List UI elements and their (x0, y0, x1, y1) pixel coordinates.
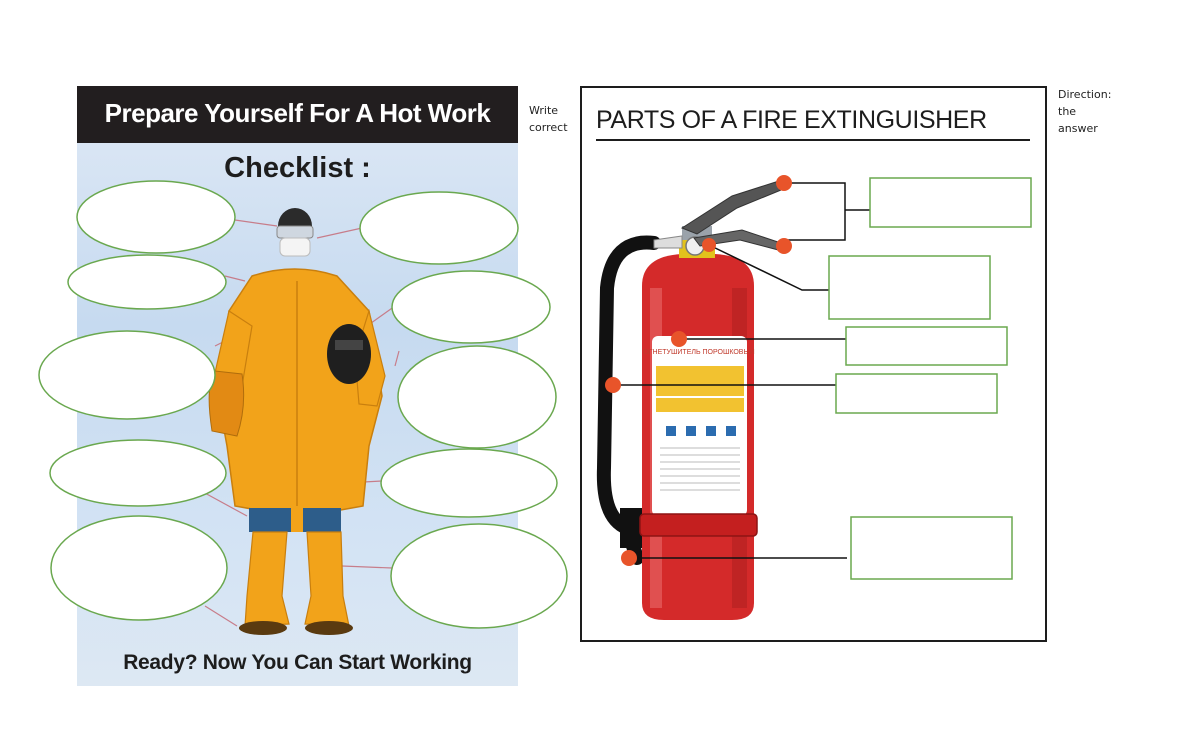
write-note-line-2: correct (529, 121, 568, 134)
direction-note-line-1: Direction: (1058, 88, 1112, 101)
hot-work-checklist-poster: Prepare Yourself For A Hot Work Checklis… (77, 86, 518, 686)
answer-box-handle[interactable] (869, 177, 1032, 228)
answer-box-pressure-gauge[interactable] (828, 255, 991, 320)
poster-title: Prepare Yourself For A Hot Work (104, 98, 491, 128)
poster-title-bar (77, 86, 518, 143)
direction-note-line-2: the (1058, 105, 1077, 118)
direction-note-line-3: answer (1058, 122, 1098, 135)
write-note-line-1: Write (529, 104, 559, 117)
checklist-heading: Checklist : (224, 152, 371, 184)
fire-extinguisher-panel: PARTS OF A FIRE EXTINGUISHER ОГНЕТУШИТЕЛ… (580, 86, 1047, 642)
title-underline (596, 139, 1030, 141)
write-note: Write correct (529, 102, 568, 136)
fire-extinguisher-illustration: ОГНЕТУШИТЕЛЬ ПОРОШКОВЫЙ (596, 175, 1032, 620)
answer-box-label[interactable] (845, 326, 1008, 366)
extinguisher-label-text: ОГНЕТУШИТЕЛЬ ПОРОШКОВЫЙ (643, 347, 754, 356)
direction-note: Direction: the answer (1058, 86, 1111, 137)
answer-box-hose[interactable] (835, 373, 998, 414)
extinguisher-title: PARTS OF A FIRE EXTINGUISHER (596, 106, 987, 134)
welder-figure (202, 208, 400, 635)
answer-box-cylinder[interactable] (850, 516, 1013, 580)
